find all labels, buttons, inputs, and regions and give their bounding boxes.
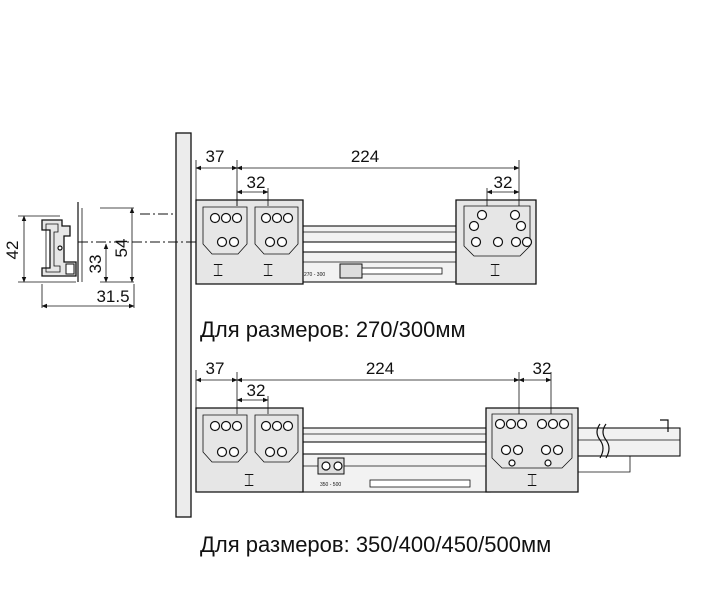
runner-bottom: 350 - 500 ⌶ ⌶ <box>195 407 681 493</box>
dim-profile-54: 54 <box>112 239 131 258</box>
dim-profile-31-5: 31.5 <box>96 287 129 306</box>
svg-text:⌶: ⌶ <box>263 261 273 280</box>
dim-top-rear-32: 32 <box>494 173 513 192</box>
dim-top-front-32: 32 <box>247 173 266 192</box>
caption-bottom: Для размеров: 350/400/450/500мм <box>200 532 551 557</box>
svg-text:⌶: ⌶ <box>244 471 254 490</box>
runner-top: 270 - 300 ⌶ ⌶ ⌶ <box>195 199 537 285</box>
rear-plate-bottom <box>485 407 579 493</box>
rail-bottom-extension <box>574 427 681 457</box>
dim-profile-33: 33 <box>86 255 105 274</box>
dim-top-37: 37 <box>206 147 225 166</box>
dim-bottom-224: 224 <box>366 359 394 378</box>
dim-bottom-rear-32: 32 <box>533 359 552 378</box>
side-profile <box>18 202 135 308</box>
svg-text:⌶: ⌶ <box>490 261 500 280</box>
dim-bottom-37: 37 <box>206 359 225 378</box>
dim-top-224: 224 <box>351 147 379 166</box>
svg-text:350 - 500: 350 - 500 <box>320 482 341 488</box>
rail-bottom <box>299 427 491 443</box>
svg-text:⌶: ⌶ <box>213 261 223 280</box>
dim-bottom-front-32: 32 <box>247 381 266 400</box>
rail-top <box>299 225 461 243</box>
svg-text:⌶: ⌶ <box>527 471 537 490</box>
svg-text:270 - 300: 270 - 300 <box>304 272 325 278</box>
cabinet-side-panel <box>175 132 192 518</box>
caption-top: Для размеров: 270/300мм <box>200 317 466 342</box>
dim-profile-42: 42 <box>3 241 22 260</box>
